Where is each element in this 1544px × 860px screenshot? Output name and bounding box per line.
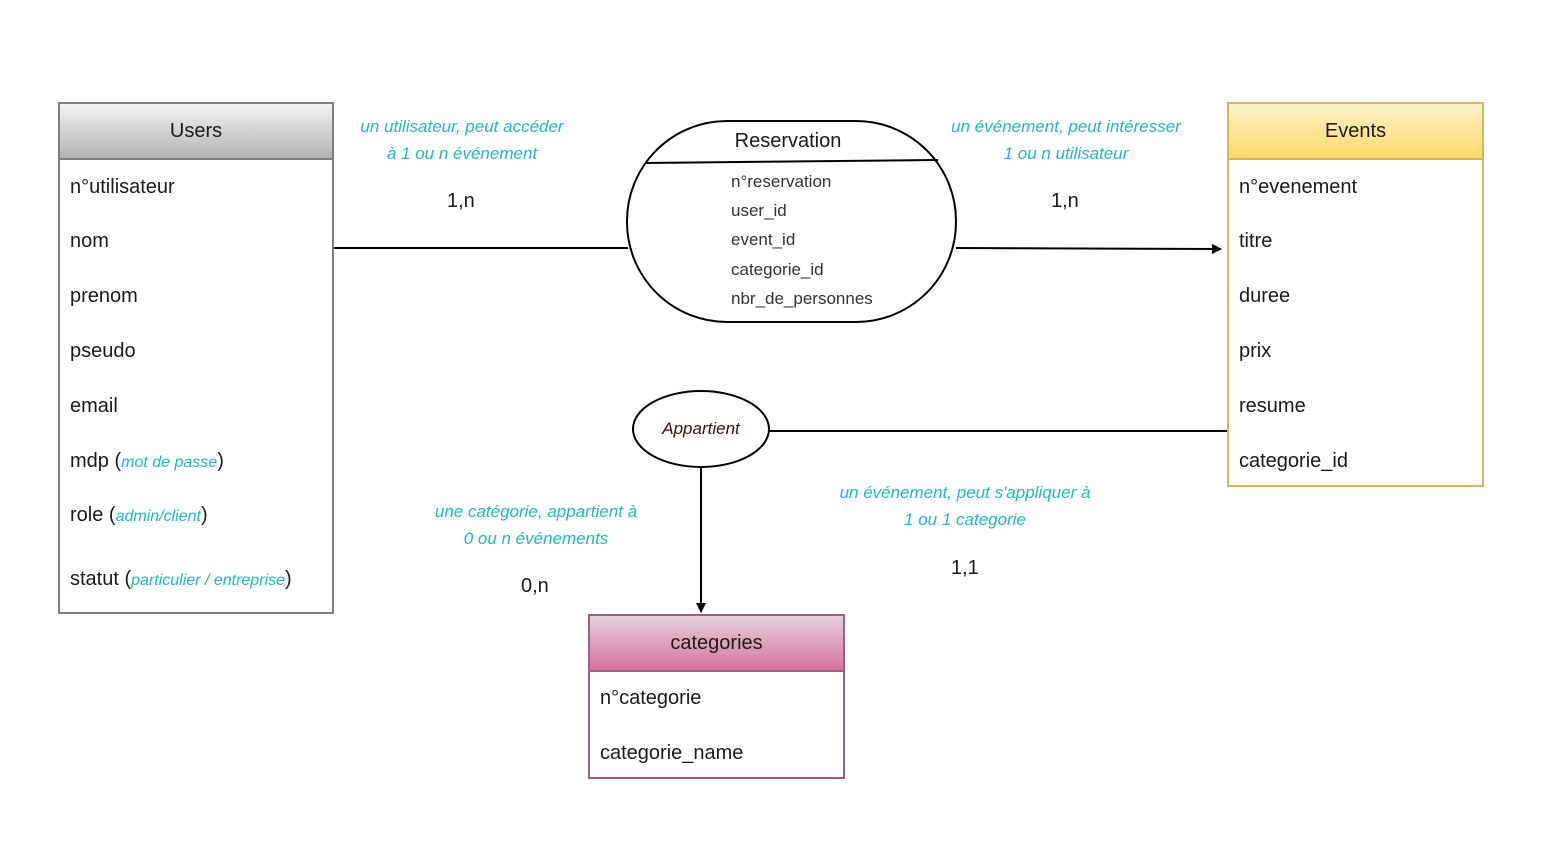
users-field-pseudo: pseudo bbox=[70, 340, 136, 362]
categories-entity[interactable]: categories n°categorie categorie_name bbox=[588, 614, 845, 779]
note-event-appartient-line-2: 1 ou 1 categorie bbox=[904, 510, 1026, 529]
users-field-role-hint: admin/client bbox=[115, 508, 201, 525]
cardinality-events-reservation: 1,n bbox=[1051, 190, 1079, 212]
cardinality-categorie-appartient: 0,n bbox=[521, 575, 549, 597]
users-field-statut-name: statut bbox=[70, 568, 119, 590]
events-entity[interactable]: Events n°evenement titre duree prix resu… bbox=[1227, 102, 1484, 487]
events-field-titre: titre bbox=[1239, 230, 1273, 252]
users-field-email: email bbox=[70, 395, 118, 417]
events-field-id: n°evenement bbox=[1239, 176, 1358, 198]
note-events-reservation: un événement, peut intéresser 1 ou n uti… bbox=[916, 113, 1216, 167]
note-categorie-appartient-line-2: 0 ou n événements bbox=[463, 529, 609, 548]
note-users-reservation-line-2: à 1 ou n événement bbox=[386, 144, 538, 163]
users-field-role-name: role bbox=[70, 504, 104, 526]
note-event-appartient-line-1: un événement, peut s'appliquer à bbox=[839, 483, 1091, 502]
users-field-mdp-hint: mot de passe bbox=[121, 454, 218, 471]
events-field-prix: prix bbox=[1239, 340, 1272, 362]
cardinality-users-reservation: 1,n bbox=[447, 190, 475, 212]
note-events-reservation-line-2: 1 ou n utilisateur bbox=[1003, 144, 1129, 163]
note-categorie-appartient-line-1: une catégorie, appartient à bbox=[434, 502, 638, 521]
users-field-role: role (admin/client) bbox=[70, 504, 208, 526]
users-entity-title: Users bbox=[60, 104, 332, 160]
cardinality-event-appartient: 1,1 bbox=[951, 557, 979, 579]
note-event-appartient: un événement, peut s'appliquer à 1 ou 1 … bbox=[810, 479, 1120, 533]
categories-entity-title: categories bbox=[590, 616, 843, 672]
events-entity-title: Events bbox=[1229, 104, 1482, 160]
reservation-field-event-id: event_id bbox=[731, 230, 796, 249]
users-field-mdp: mdp (mot de passe) bbox=[70, 450, 224, 472]
events-field-categorie-id: categorie_id bbox=[1239, 450, 1348, 472]
reservation-title: Reservation bbox=[734, 130, 842, 152]
categories-field-id: n°categorie bbox=[600, 687, 702, 709]
appartient-label: Appartient bbox=[662, 419, 740, 438]
users-field-prenom: prenom bbox=[70, 285, 138, 307]
reservation-field-categorie-id: categorie_id bbox=[731, 260, 824, 279]
reservation-shape[interactable] bbox=[626, 120, 957, 323]
users-entity[interactable]: Users n°utilisateur nom prenom pseudo em… bbox=[58, 102, 334, 614]
reservation-field-nbr-personnes: nbr_de_personnes bbox=[731, 289, 873, 308]
users-field-id: n°utilisateur bbox=[70, 176, 175, 198]
users-field-mdp-name: mdp bbox=[70, 450, 109, 472]
appartient-shape[interactable] bbox=[632, 390, 770, 468]
note-events-reservation-line-1: un événement, peut intéresser bbox=[951, 117, 1181, 136]
events-field-resume: resume bbox=[1239, 395, 1306, 417]
users-field-statut: statut (particulier / entreprise) bbox=[70, 568, 292, 590]
events-field-duree: duree bbox=[1239, 285, 1291, 307]
note-users-reservation: un utilisateur, peut accéder à 1 ou n év… bbox=[312, 113, 612, 167]
note-categorie-appartient: une catégorie, appartient à 0 ou n événe… bbox=[386, 498, 686, 552]
categories-field-name: categorie_name bbox=[600, 742, 744, 764]
users-field-nom: nom bbox=[70, 230, 109, 252]
users-field-statut-hint: particulier / entreprise bbox=[131, 572, 285, 589]
reservation-field-id: n°reservation bbox=[731, 172, 832, 191]
reservation-field-user-id: user_id bbox=[731, 201, 787, 220]
reservation-events-arrow bbox=[955, 243, 1222, 254]
note-users-reservation-line-1: un utilisateur, peut accéder bbox=[360, 117, 564, 136]
reservation-divider bbox=[644, 159, 939, 164]
